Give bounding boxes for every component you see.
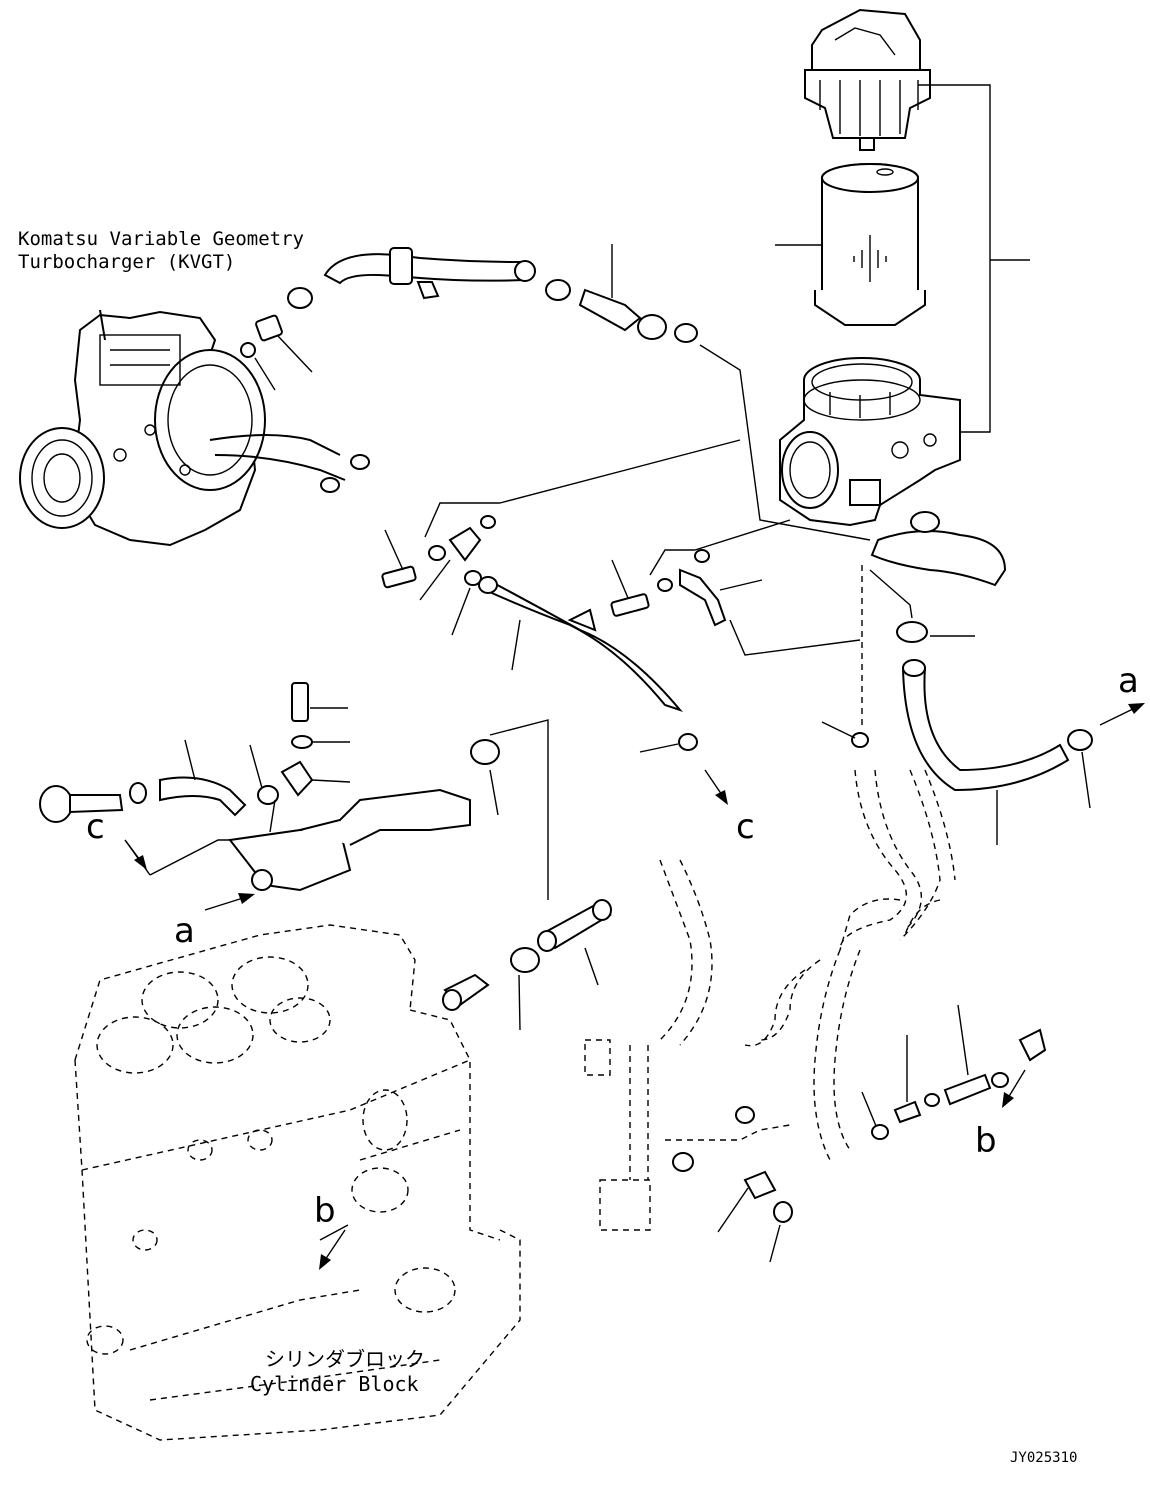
center-hose (442, 899, 612, 1031)
cylinder-block (74, 924, 521, 1441)
cylinder-block-label-jp: シリンダブロック (265, 1347, 425, 1371)
turbocharger (19, 309, 370, 547)
marker-a-left: a (174, 911, 195, 951)
hose-fitting-group-right (610, 519, 861, 656)
marker-a-right: a (1118, 661, 1139, 701)
lower-dashed-hoses (584, 769, 956, 1231)
filter-element (814, 163, 926, 326)
turbo-fitting (240, 314, 313, 391)
direction-arrows (124, 703, 1145, 1270)
marker-b-right: b (975, 1121, 997, 1161)
drawing-code: JY025310 (1010, 1450, 1077, 1466)
filter-cap (804, 8, 931, 151)
marker-b-bottom: b (314, 1191, 336, 1231)
bottom-right-fittings (672, 1004, 1047, 1263)
upper-air-hose (287, 244, 871, 541)
marker-c-left: c (86, 807, 105, 847)
marker-c-center: c (736, 807, 755, 847)
left-fittings (39, 682, 351, 823)
turbocharger-label-line1: Komatsu Variable Geometry (18, 228, 304, 250)
hose-fitting-group-left (381, 439, 741, 753)
cylinder-block-label-en: Cylinder Block (250, 1372, 419, 1396)
filter-assembly-callout (775, 84, 1030, 433)
housing-outlet-hose (869, 511, 1007, 643)
right-coolant-hose (821, 565, 1093, 845)
turbocharger-label-line2: Turbocharger (KVGT) (18, 251, 235, 273)
filter-housing (779, 357, 961, 527)
distribution-block (124, 719, 549, 900)
